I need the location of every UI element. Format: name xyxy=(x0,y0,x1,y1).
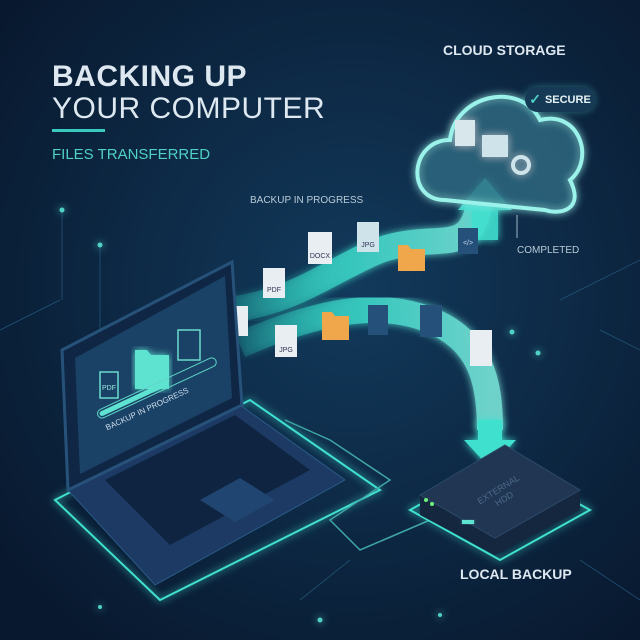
down-arrow-icon xyxy=(464,420,516,468)
cloud-storage-label: CLOUD STORAGE xyxy=(443,42,566,58)
file-icons-upper: PDF DOCX JPG </> xyxy=(263,222,478,298)
backup-progress-label: BACKUP IN PROGRESS xyxy=(250,195,364,206)
screen-progress-fill xyxy=(99,383,163,416)
secure-badge-label: SECURE xyxy=(544,93,591,106)
svg-text:</>: </> xyxy=(463,240,473,247)
file-icons-lower: JPG xyxy=(228,305,492,366)
cloud-storage-icon xyxy=(415,94,585,214)
title-line1: BACKING UP xyxy=(52,60,248,93)
screen-progress-track xyxy=(97,357,217,419)
svg-text:PDF: PDF xyxy=(267,287,281,294)
laptop: PDF BACKUP IN PROGRESS xyxy=(53,259,382,602)
check-icon: ✓ xyxy=(529,91,541,107)
up-arrow-icon xyxy=(458,178,512,240)
svg-text:DOCX: DOCX xyxy=(310,253,331,260)
circuit-lines xyxy=(0,210,640,601)
usb-cable xyxy=(284,419,431,551)
external-hdd: EXTERNAL HDD xyxy=(407,444,593,562)
svg-text:JPG: JPG xyxy=(361,242,375,249)
local-backup-label: LOCAL BACKUP xyxy=(460,566,572,582)
completed-label: COMPLETED xyxy=(517,245,580,256)
svg-text:JPG: JPG xyxy=(279,347,293,354)
title-divider xyxy=(52,129,105,132)
secure-badge: ✓ SECURE xyxy=(525,87,595,112)
subtitle: FILES TRANSFERRED xyxy=(52,146,211,163)
screen-file-label: PDF xyxy=(102,385,116,392)
title-line2: YOUR COMPUTER xyxy=(52,92,326,125)
